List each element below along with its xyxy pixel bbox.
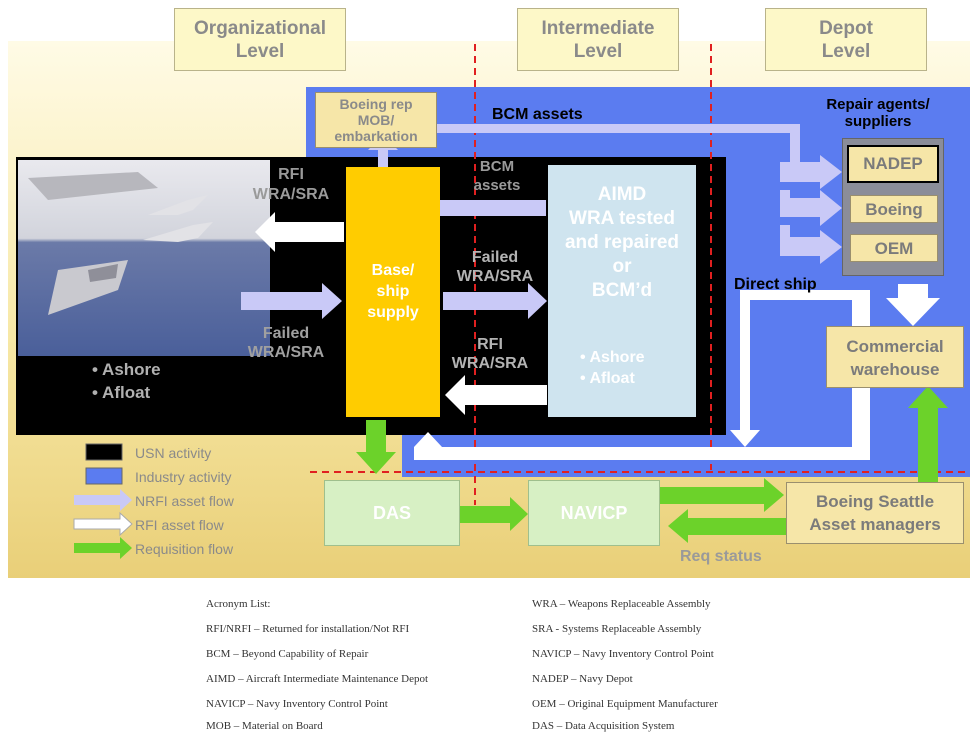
legend-rfi-asset-flow: RFI asset flow [135, 517, 224, 533]
rfi-wra-top-line1: RFI [278, 166, 304, 183]
aimd-bullets: • Ashore • Afloat [580, 347, 645, 389]
acronym-right-3: NAVICP – Navy Inventory Control Point [532, 648, 714, 660]
boeing-rep-box: Boeing rep MOB/ embarkation [315, 92, 437, 148]
navicp-label: NAVICP [560, 502, 628, 523]
supplier-nadep-label: NADEP [863, 154, 923, 173]
navicp-box: NAVICP [528, 480, 660, 546]
acronym-right-2: SRA - Systems Replaceable Assembly [532, 623, 702, 635]
acronym-left-2: BCM – Beyond Capability of Repair [206, 648, 369, 660]
organizational-level-line2: Level [235, 41, 285, 62]
failed-wra-mid-label: Failed WRA/SRA [450, 248, 540, 286]
aimd-line2: WRA tested [569, 208, 675, 229]
acronym-left-1: RFI/NRFI – Returned for installation/Not… [206, 623, 410, 635]
supplier-nadep: NADEP [847, 145, 939, 183]
bcm-assets-mid-line1: BCM [479, 158, 515, 175]
rfi-wra-bottom-line2: WRA/SRA [451, 355, 529, 372]
acronym-list-title: Acronym List: [206, 598, 271, 610]
aimd-line1: AIMD [597, 184, 647, 205]
acronym-left-4: NAVICP – Navy Inventory Control Point [206, 698, 388, 710]
req-status-label: Req status [680, 548, 762, 565]
commercial-warehouse-line1: Commercial [846, 337, 944, 356]
aimd-line5: BCM’d [591, 280, 653, 301]
legend-industry-activity: Industry activity [135, 469, 232, 485]
aimd-box [548, 165, 696, 417]
supplier-boeing: Boeing [850, 195, 938, 223]
intermediate-level-header: Intermediate Level [517, 8, 679, 71]
failed-wra-mid-line1: Failed [471, 249, 519, 266]
boeing-rep-line3: embarkation [334, 128, 418, 144]
depot-level-line1: Depot [819, 18, 873, 39]
failed-wra-left-label: Failed WRA/SRA [236, 324, 336, 362]
organizational-level-line1: Organizational [194, 18, 326, 39]
legend-nrfi-asset-flow: NRFI asset flow [135, 493, 234, 509]
base-ship-supply-box [346, 167, 440, 417]
org-bullet-ashore: • Ashore [92, 360, 161, 379]
org-bullet-afloat: • Afloat [92, 383, 151, 402]
base-ship-supply-label: Base/ ship supply [346, 260, 440, 323]
rfi-wra-top-label: RFI WRA/SRA [236, 165, 346, 205]
base-supply-line1: Base/ [371, 262, 415, 279]
organizational-level-header: Organizational Level [174, 8, 346, 71]
org-bullets: • Ashore • Afloat [92, 358, 161, 404]
acronym-right-6: DAS – Data Acquisition System [532, 720, 675, 732]
direct-ship-label: Direct ship [734, 276, 817, 293]
aimd-label: AIMD WRA tested and repaired or BCM’d [548, 183, 696, 303]
repair-agents-label: Repair agents/ suppliers [818, 96, 938, 130]
rfi-wra-bottom-line1: RFI [477, 336, 503, 353]
aimd-line4: or [612, 256, 632, 277]
intermediate-level-line1: Intermediate [541, 18, 655, 39]
bcm-assets-mid-line2: assets [473, 177, 521, 194]
failed-wra-mid-line2: WRA/SRA [456, 268, 534, 285]
commercial-warehouse-box: Commercial warehouse [826, 326, 964, 388]
boeing-seattle-line2: Asset managers [809, 515, 941, 534]
carrier-photo [18, 160, 270, 356]
failed-wra-left-line1: Failed [262, 325, 310, 342]
repair-agents-line2: suppliers [844, 113, 912, 130]
boeing-rep-line2: MOB/ [357, 112, 395, 128]
acronym-right-1: WRA – Weapons Replaceable Assembly [532, 598, 711, 610]
repair-agents-line1: Repair agents/ [826, 96, 930, 113]
boeing-seattle-line1: Boeing Seattle [815, 492, 935, 511]
rfi-wra-bottom-label: RFI WRA/SRA [440, 335, 540, 373]
commercial-warehouse-line2: warehouse [850, 360, 940, 379]
base-supply-line2: ship [376, 283, 410, 300]
depot-level-header: Depot Level [765, 8, 927, 71]
acronym-right-4: NADEP – Navy Depot [532, 673, 633, 685]
legend-requisition-flow: Requisition flow [135, 541, 234, 557]
aimd-line3: and repaired [564, 232, 680, 253]
intermediate-level-line2: Level [573, 41, 623, 62]
acronym-left-3: AIMD – Aircraft Intermediate Maintenance… [206, 673, 429, 685]
acronym-left-5: MOB – Material on Board [206, 720, 323, 732]
aimd-bullet-afloat: • Afloat [580, 370, 635, 387]
rfi-wra-top-line2: WRA/SRA [252, 186, 330, 203]
bcm-assets-top-label: BCM assets [492, 106, 583, 123]
depot-level-line2: Level [821, 41, 871, 62]
das-label: DAS [372, 502, 411, 523]
bcm-assets-mid-label: BCM assets [462, 157, 532, 195]
supplier-boeing-label: Boeing [865, 200, 923, 219]
supplier-oem: OEM [850, 234, 938, 262]
legend-usn-activity: USN activity [135, 445, 212, 461]
aimd-bullet-ashore: • Ashore [580, 349, 645, 366]
boeing-rep-line1: Boeing rep [339, 96, 413, 112]
base-supply-line3: supply [367, 304, 419, 321]
supplier-oem-label: OEM [874, 239, 914, 258]
failed-wra-left-line2: WRA/SRA [247, 344, 325, 361]
das-box: DAS [324, 480, 460, 546]
boeing-seattle-box: Boeing Seattle Asset managers [786, 482, 964, 544]
acronym-right-5: OEM – Original Equipment Manufacturer [532, 698, 718, 710]
